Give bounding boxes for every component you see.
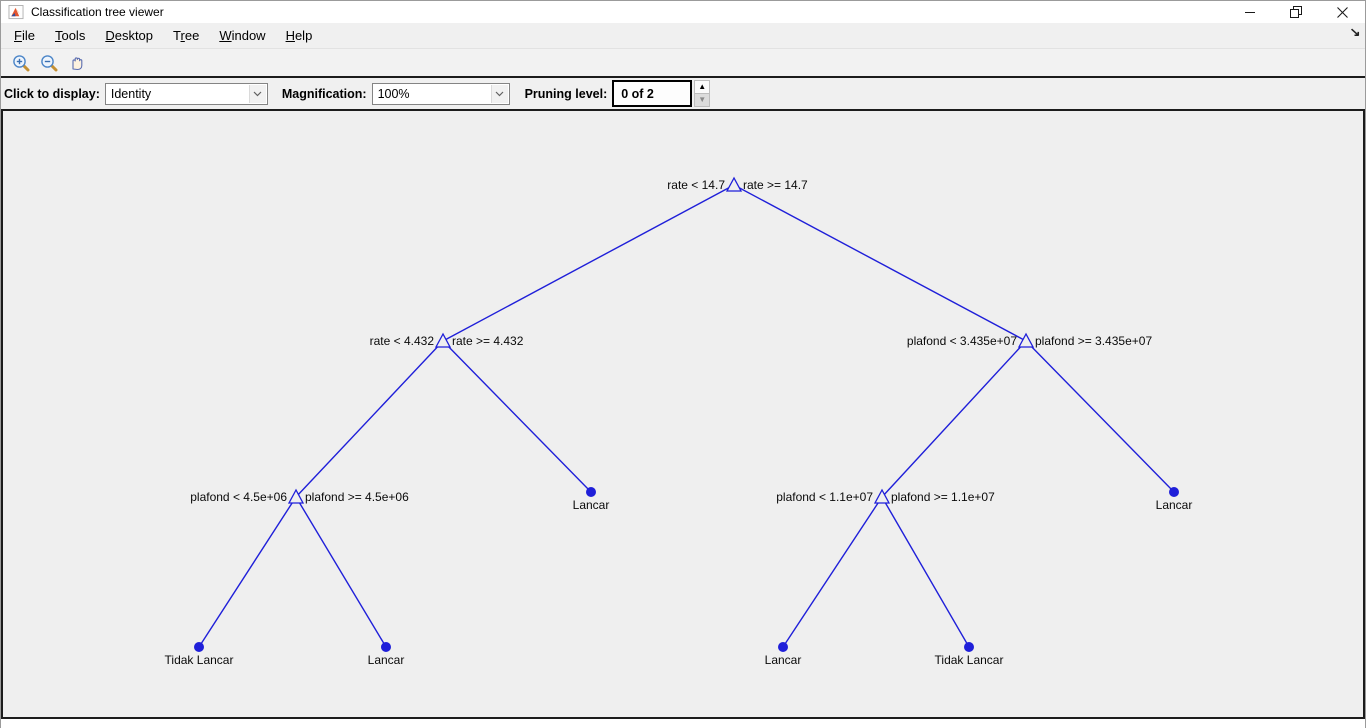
tree-edge — [782, 496, 883, 648]
leaf-node-marker-leaf_5[interactable] — [778, 642, 788, 652]
split-label-left-n_plafond_11e7: plafond < 1.1e+07 — [776, 490, 873, 504]
split-label-right-root: rate >= 14.7 — [743, 178, 808, 192]
split-node-marker-n_rate_4432[interactable] — [434, 332, 452, 348]
zoom-out-button[interactable] — [37, 52, 60, 74]
tree-edge — [198, 496, 297, 648]
tree-edge — [733, 184, 1027, 342]
tree-edge — [442, 340, 592, 493]
click-to-display-label: Click to display: — [4, 86, 100, 101]
leaf-label-leaf_1: Lancar — [573, 498, 610, 512]
restore-button[interactable] — [1273, 1, 1319, 23]
magnification-select[interactable]: 100% — [371, 82, 510, 105]
click-to-display-value: Identity — [110, 86, 152, 101]
pruning-level-value: 0 of 2 — [621, 86, 654, 101]
tree-edge — [295, 496, 387, 648]
tree-canvas[interactable]: rate < 14.7 rate >= 14.7 rate < 4.432 rate … — [1, 111, 1365, 719]
pan-hand-button[interactable] — [65, 52, 88, 74]
leaf-node-marker-leaf_4[interactable] — [381, 642, 391, 652]
menubar: File Tools Desktop Tree Window Help ↘ — [1, 23, 1365, 49]
split-label-right-n_plafond_3435e7: plafond >= 3.435e+07 — [1035, 334, 1152, 348]
split-node-marker-n_plafond_45e6[interactable] — [287, 488, 305, 504]
split-label-left-n_plafond_45e6: plafond < 4.5e+06 — [190, 490, 287, 504]
menu-item-file[interactable]: File — [14, 28, 35, 43]
leaf-label-leaf_2: Lancar — [1156, 498, 1193, 512]
tree-edge — [881, 340, 1027, 498]
split-label-right-n_rate_4432: rate >= 4.432 — [452, 334, 524, 348]
tree-edge — [1025, 340, 1175, 493]
split-node-marker-n_plafond_3435e7[interactable] — [1017, 332, 1035, 348]
click-to-display-select[interactable]: Identity — [104, 82, 268, 105]
spinner-up-button[interactable]: ▲ — [694, 80, 711, 93]
leaf-node-marker-leaf_3[interactable] — [194, 642, 204, 652]
tree-edge — [295, 340, 444, 498]
menu-item-desktop[interactable]: Desktop — [105, 28, 154, 43]
pruning-level-spinner: ▲ ▼ — [694, 80, 711, 107]
close-button[interactable] — [1319, 1, 1365, 23]
leaf-node-marker-leaf_6[interactable] — [964, 642, 974, 652]
split-label-right-n_plafond_45e6: plafond >= 4.5e+06 — [305, 490, 409, 504]
leaf-label-leaf_6: Tidak Lancar — [935, 653, 1004, 667]
leaf-label-leaf_5: Lancar — [765, 653, 802, 667]
controls-bar: Click to display: Identity Magnification… — [1, 76, 1365, 111]
window-title: Classification tree viewer — [31, 5, 164, 19]
tree-svg: rate < 14.7 rate >= 14.7 rate < 4.432 rate … — [165, 176, 1193, 667]
window-bottom-strip — [1, 719, 1365, 728]
split-node-marker-n_plafond_11e7[interactable] — [873, 488, 891, 504]
menu-item-window[interactable]: Window — [219, 28, 266, 43]
magnification-value: 100% — [377, 86, 410, 101]
pruning-level-label: Pruning level: — [524, 86, 608, 101]
menu-item-tools[interactable]: Tools — [54, 28, 86, 43]
chevron-down-icon — [248, 84, 266, 103]
matlab-app-icon — [8, 4, 24, 19]
leaf-label-leaf_4: Lancar — [368, 653, 405, 667]
tree-edge — [881, 496, 970, 648]
dock-icon[interactable]: ↘ — [1349, 25, 1361, 39]
split-label-left-root: rate < 14.7 — [667, 178, 725, 192]
magnification-label: Magnification: — [281, 86, 367, 101]
menu-item-tree[interactable]: Tree — [173, 28, 200, 43]
menu-item-help[interactable]: Help — [285, 28, 313, 43]
tree-edge — [442, 184, 735, 342]
split-label-right-n_plafond_11e7: plafond >= 1.1e+07 — [891, 490, 995, 504]
split-node-marker-root[interactable] — [725, 176, 743, 192]
toolbar — [1, 49, 1365, 76]
spinner-down-button[interactable]: ▼ — [694, 93, 711, 107]
zoom-in-button[interactable] — [9, 52, 32, 74]
titlebar[interactable]: Classification tree viewer — [1, 1, 1365, 23]
split-label-left-n_rate_4432: rate < 4.432 — [370, 334, 435, 348]
minimize-button[interactable] — [1227, 1, 1273, 23]
leaf-node-marker-leaf_1[interactable] — [586, 487, 596, 497]
menubar-items: File Tools Desktop Tree Window Help — [4, 24, 322, 47]
pruning-level-field[interactable]: 0 of 2 — [612, 80, 693, 107]
leaf-label-leaf_3: Tidak Lancar — [165, 653, 234, 667]
leaf-node-marker-leaf_2[interactable] — [1169, 487, 1179, 497]
chevron-down-icon — [490, 84, 508, 103]
split-label-left-n_plafond_3435e7: plafond < 3.435e+07 — [907, 334, 1017, 348]
